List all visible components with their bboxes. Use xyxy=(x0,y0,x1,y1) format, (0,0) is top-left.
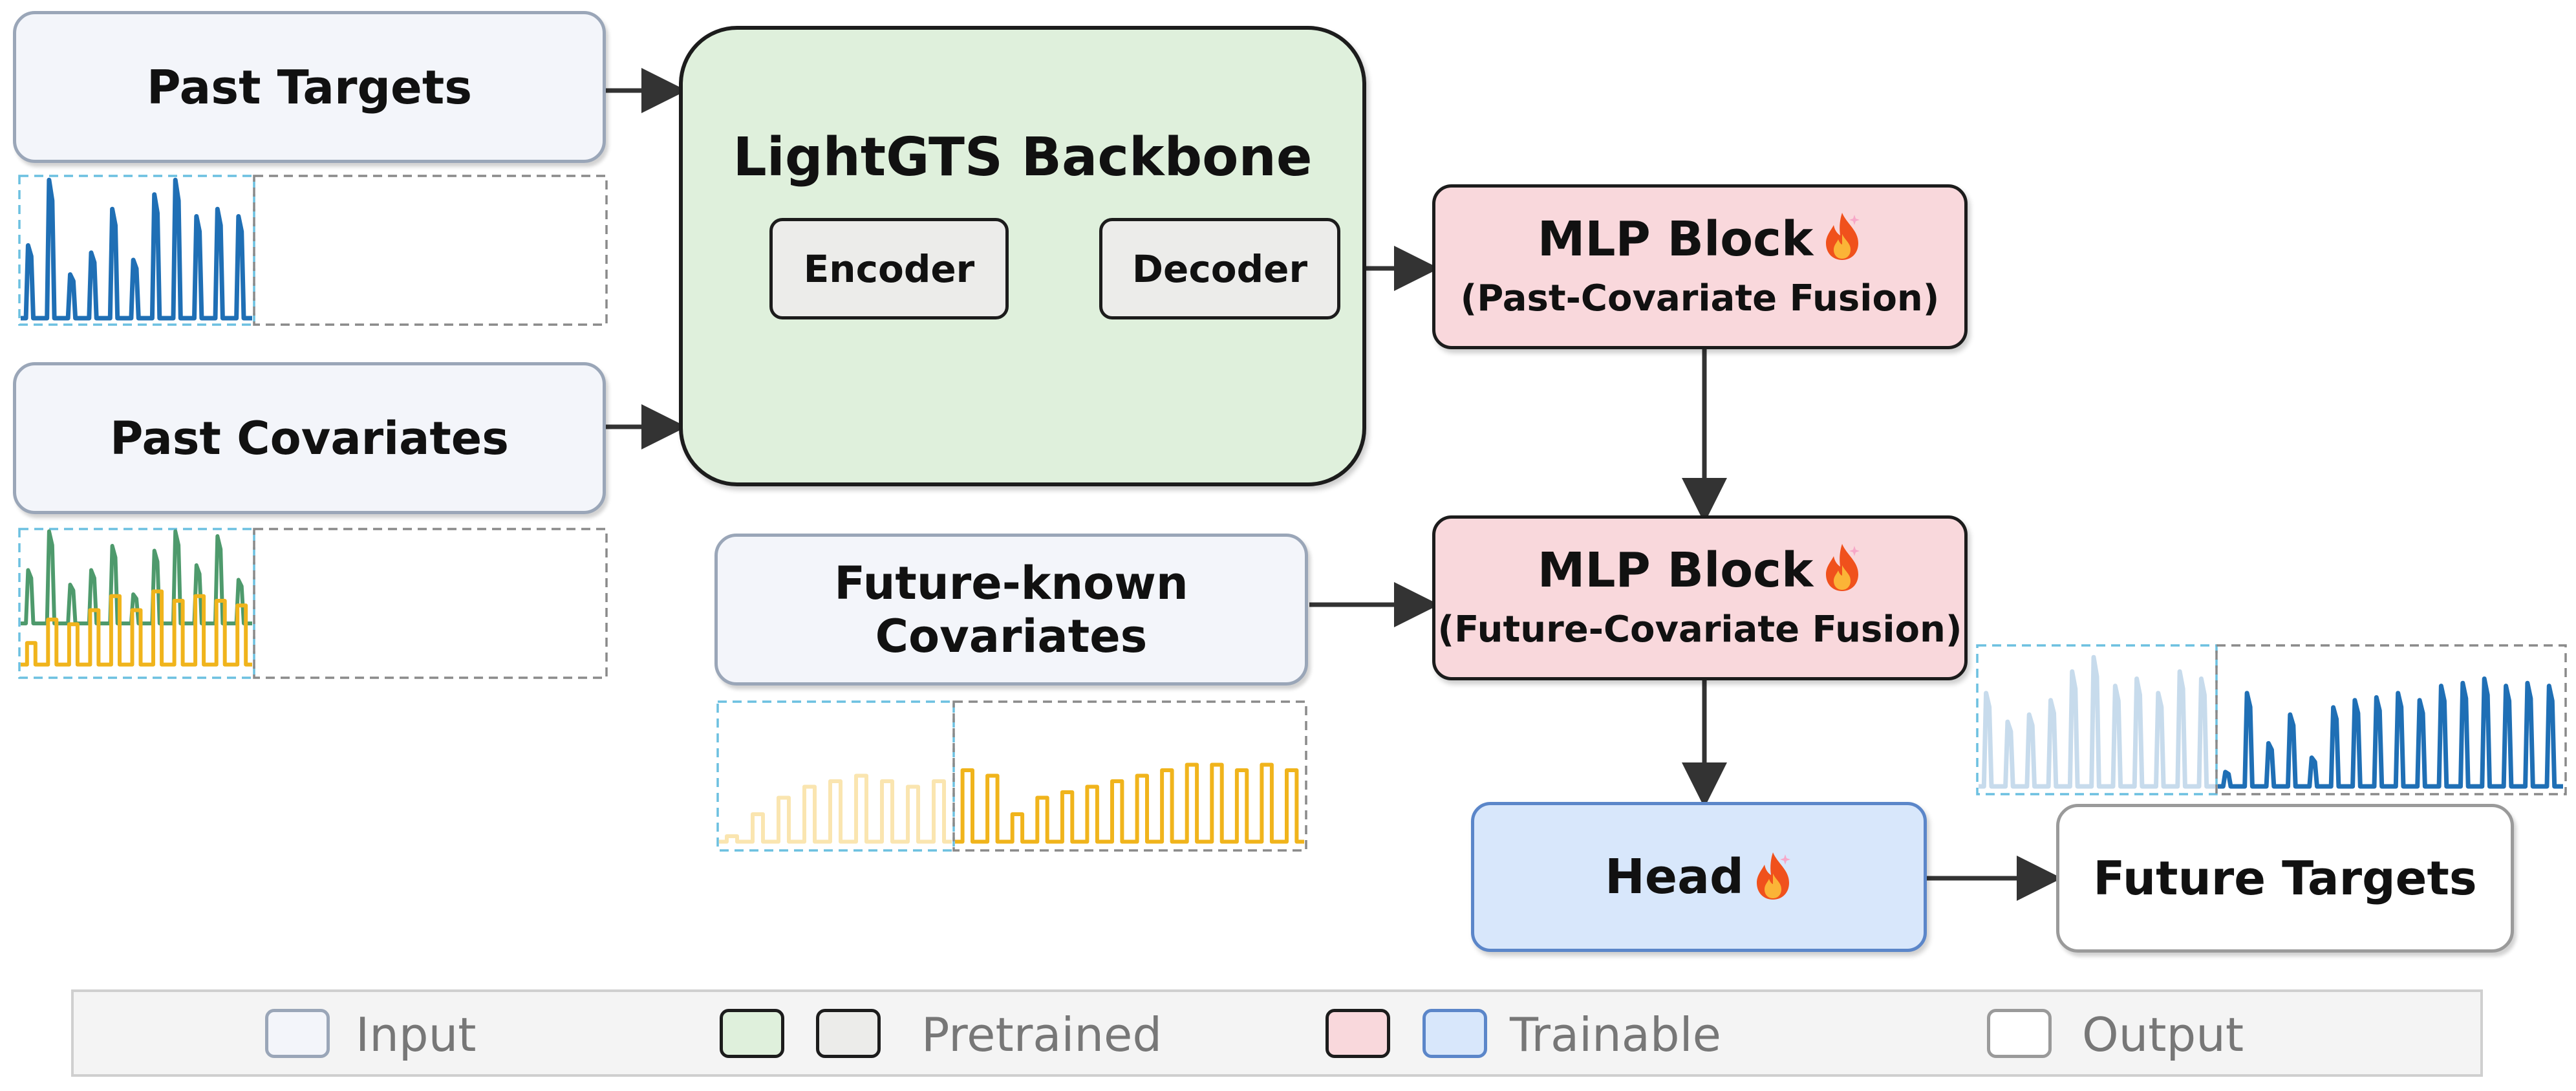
fire-icon xyxy=(1753,850,1793,903)
future-targets-node: Future Targets xyxy=(2056,804,2514,953)
future-known-covariates-node: Future-known Covariates xyxy=(714,534,1308,686)
legend-output-swatch xyxy=(1987,1009,2052,1058)
future-covariates-horizon-frame xyxy=(952,700,1307,852)
mlp-block-1-subtitle: (Past-Covariate Fusion) xyxy=(1460,277,1940,319)
backbone-title: LightGTS Backbone xyxy=(733,127,1313,188)
mlp-block-1-title: MLP Block xyxy=(1537,211,1814,268)
legend-input-swatch xyxy=(265,1009,330,1058)
past-covariates-node: Past Covariates xyxy=(13,362,606,514)
past-targets-node: Past Targets xyxy=(13,11,606,163)
fire-icon xyxy=(1822,542,1862,605)
legend-trainable-mlp-swatch xyxy=(1326,1009,1390,1058)
encoder-label: Encoder xyxy=(803,246,975,291)
legend-pretrained-backbone-swatch xyxy=(720,1009,784,1058)
fire-icon xyxy=(1822,211,1862,274)
legend xyxy=(71,989,2483,1077)
mlp-block-2-title-row: MLP Block xyxy=(1538,541,1862,605)
mlp-block-past-fusion-node: MLP Block (Past-Covariate Fusion) xyxy=(1432,184,1968,349)
encoder-node: Encoder xyxy=(769,218,1009,319)
head-label: Head xyxy=(1604,849,1744,905)
forecast-history-line xyxy=(1979,654,2215,789)
past-targets-history-frame xyxy=(18,175,255,326)
decoder-label: Decoder xyxy=(1132,246,1308,291)
mlp-block-2-title: MLP Block xyxy=(1537,543,1814,599)
series-plots xyxy=(18,175,2567,852)
head-node: Head xyxy=(1471,802,1927,952)
legend-trainable-head-swatch xyxy=(1422,1009,1487,1058)
mlp-block-future-fusion-node: MLP Block (Future-Covariate Fusion) xyxy=(1432,515,1968,680)
past-covariates-yellow-line xyxy=(21,589,252,667)
legend-pretrained-label: Pretrained xyxy=(921,1008,1163,1062)
past-covariates-history-frame xyxy=(18,528,255,679)
forecast-horizon-frame xyxy=(2215,644,2567,795)
forecast-history-frame xyxy=(1976,644,2218,795)
future-known-covariates-label: Future-known Covariates xyxy=(834,556,1188,663)
legend-trainable-label: Trainable xyxy=(1510,1008,1721,1062)
past-targets-horizon-frame xyxy=(253,175,608,326)
legend-output-label: Output xyxy=(2082,1008,2244,1062)
forecast-horizon-line xyxy=(2218,676,2563,789)
future-covariates-history-line xyxy=(719,773,952,844)
decoder-node: Decoder xyxy=(1099,218,1340,319)
future-covariates-horizon-line xyxy=(955,762,1304,844)
past-targets-series-line xyxy=(21,177,252,321)
mlp-block-1-title-row: MLP Block xyxy=(1538,210,1862,274)
legend-pretrained-inner-swatch xyxy=(816,1009,881,1058)
future-targets-label: Future Targets xyxy=(2093,851,2477,905)
past-covariates-label: Past Covariates xyxy=(110,411,509,465)
mlp-block-2-subtitle: (Future-Covariate Fusion) xyxy=(1437,608,1962,651)
past-targets-label: Past Targets xyxy=(146,59,473,114)
legend-input-label: Input xyxy=(356,1008,477,1062)
past-covariates-horizon-frame xyxy=(253,528,608,679)
